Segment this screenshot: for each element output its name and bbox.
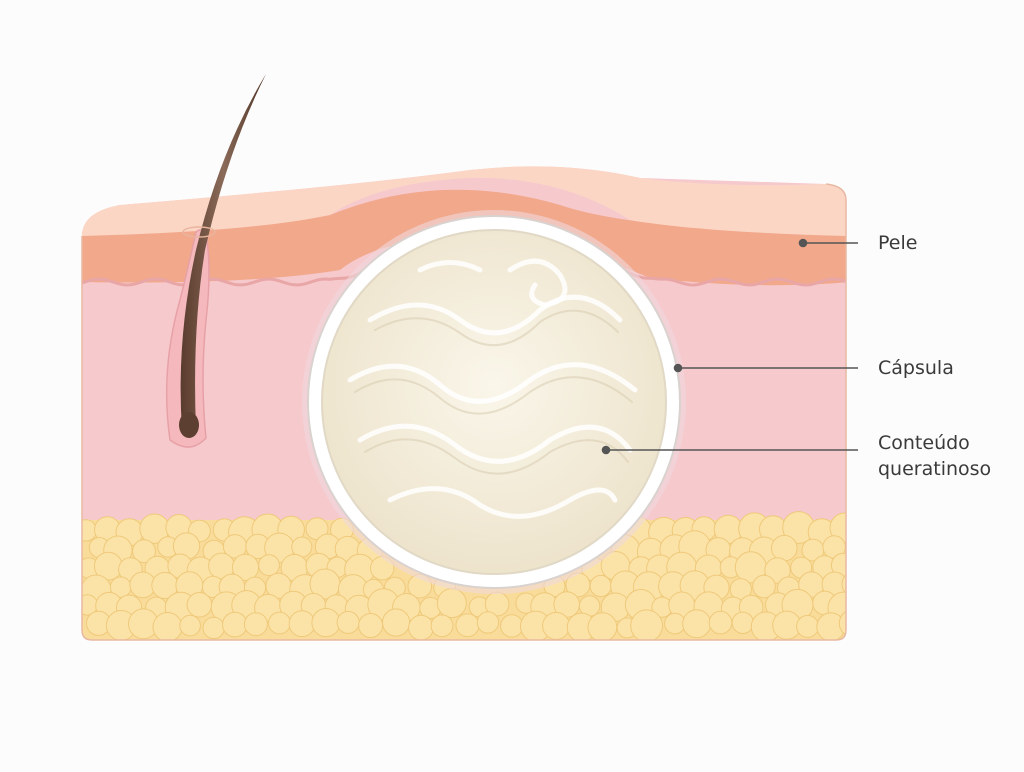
fat-cell (222, 611, 248, 638)
fat-cell (731, 611, 754, 634)
fat-cell (186, 592, 213, 618)
fat-cell (408, 614, 434, 640)
fat-cell (682, 609, 712, 639)
fat-cell (358, 613, 384, 638)
fat-cell (771, 534, 798, 562)
fat-cell (179, 614, 201, 637)
label-conteudo-queratinoso: Conteúdo queratinoso (878, 430, 991, 482)
keratin-swirls (347, 258, 638, 519)
epidermis-layer (82, 189, 846, 286)
fat-cell (430, 614, 454, 638)
fat-cell (542, 611, 571, 640)
fat-cell (841, 570, 846, 598)
fat-cell (455, 613, 480, 638)
fat-cell (587, 612, 618, 640)
fat-cell (476, 611, 500, 634)
fat-cell (845, 537, 846, 559)
fat-cell (838, 609, 846, 638)
fat-cell (311, 608, 341, 638)
label-conteudo-line2: queratinoso (878, 458, 992, 480)
fat-cell (82, 519, 98, 542)
fat-cell (708, 610, 733, 635)
fat-cell (630, 609, 663, 640)
fat-cell (152, 612, 183, 640)
fat-cell (382, 608, 411, 637)
fat-cell (202, 616, 225, 640)
fat-cell (268, 611, 291, 635)
label-capsula: Cápsula (878, 357, 954, 379)
fat-cell (288, 610, 316, 638)
leader-lines (601, 238, 858, 455)
hair-follicle-icon (165, 74, 266, 448)
fat-cell (500, 614, 524, 638)
cyst-icon (302, 210, 686, 594)
fat-cell (258, 554, 280, 577)
fat-cell (436, 588, 467, 619)
fat-cell (664, 612, 686, 635)
fat-cell (132, 539, 156, 564)
skin-surface (82, 166, 846, 236)
fat-cell (752, 574, 776, 599)
fat-cell (243, 612, 268, 637)
label-pele: Pele (878, 232, 918, 254)
fat-cell (764, 557, 791, 584)
fat-cell (796, 614, 820, 638)
label-conteudo-line1: Conteúdo (878, 432, 970, 454)
fat-cell (336, 610, 360, 634)
fat-cells (82, 511, 846, 640)
fat-cell (589, 574, 612, 598)
